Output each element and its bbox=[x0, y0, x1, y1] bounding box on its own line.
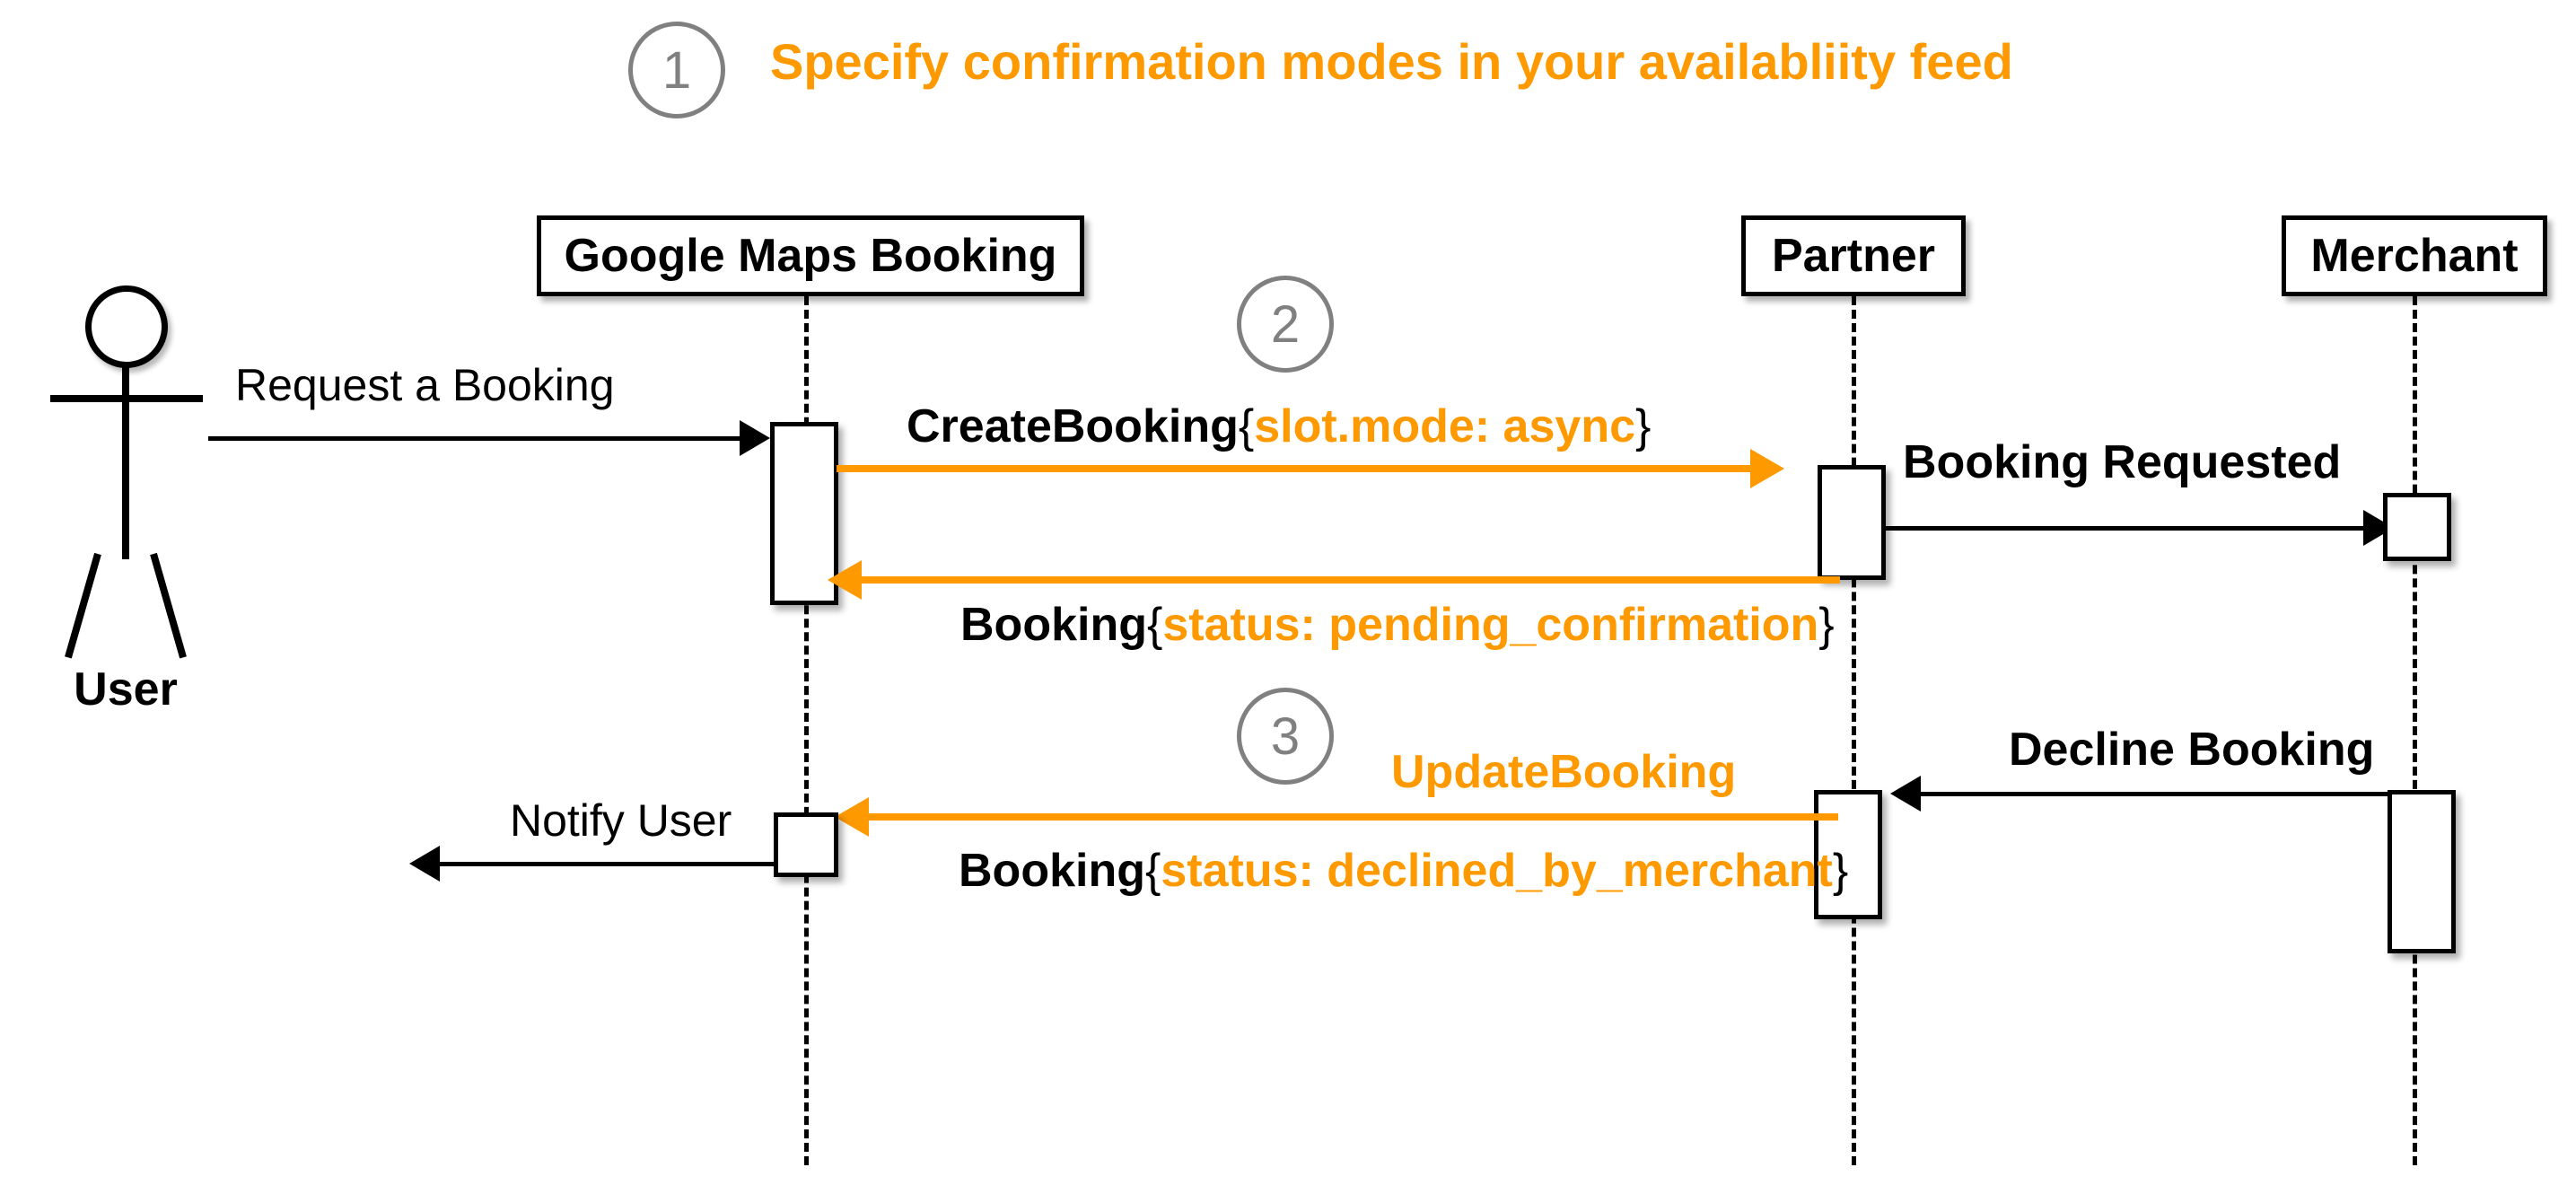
actor-label-user: User bbox=[74, 663, 178, 715]
step-marker-1: 1 bbox=[628, 22, 725, 118]
message-arrowhead-request-a-booking bbox=[740, 420, 770, 456]
message-line-update-booking bbox=[869, 813, 1838, 821]
lifeline-partner bbox=[1852, 296, 1856, 1165]
participant-label-merchant: Merchant bbox=[2310, 230, 2519, 282]
page-title: Specify confirmation modes in your avail… bbox=[770, 33, 2013, 90]
message-label-create-booking: CreateBooking{slot.mode: async} bbox=[907, 399, 1651, 453]
participant-label-partner: Partner bbox=[1771, 230, 1936, 282]
step-marker-1-label: 1 bbox=[662, 40, 692, 100]
message-arrowhead-update-booking bbox=[835, 797, 869, 837]
participant-box-merchant: Merchant bbox=[2282, 215, 2547, 296]
message-arrowhead-notify-user bbox=[409, 846, 440, 882]
message-label-booking-declined-main: Booking bbox=[959, 845, 1145, 897]
message-arrowhead-create-booking bbox=[1750, 449, 1784, 488]
message-arrowhead-decline-booking bbox=[1890, 776, 1921, 812]
participant-box-google-maps-booking: Google Maps Booking bbox=[537, 215, 1084, 296]
actor-arms-line bbox=[50, 395, 203, 402]
message-label-request-a-booking: Request a Booking bbox=[235, 360, 615, 410]
actor-body-line bbox=[122, 366, 129, 559]
step-marker-3-label: 3 bbox=[1270, 707, 1301, 766]
message-line-request-a-booking bbox=[208, 436, 740, 441]
message-label-notify-user: Notify User bbox=[510, 795, 732, 846]
message-label-booking-requested: Booking Requested bbox=[1903, 436, 2342, 488]
participant-box-partner: Partner bbox=[1741, 215, 1966, 296]
message-label-booking-pending-confirmation: Booking{status: pending_confirmation} bbox=[960, 598, 1835, 652]
brace-open-create-booking: { bbox=[1238, 400, 1255, 452]
brace-open-booking-declined: { bbox=[1144, 845, 1161, 897]
step-marker-2-label: 2 bbox=[1270, 294, 1301, 354]
message-line-booking-requested bbox=[1884, 526, 2365, 531]
brace-close-booking-pending: } bbox=[1818, 599, 1835, 651]
activation-merchant-1 bbox=[2383, 493, 2451, 561]
activation-partner-2 bbox=[1814, 790, 1882, 919]
actor-right-leg bbox=[150, 552, 187, 659]
message-line-booking-pending-confirmation bbox=[862, 576, 1840, 584]
participant-label-google-maps-booking: Google Maps Booking bbox=[564, 230, 1057, 282]
brace-close-create-booking: } bbox=[1635, 400, 1652, 452]
brace-close-booking-declined: } bbox=[1832, 845, 1849, 897]
actor-left-leg bbox=[65, 552, 101, 659]
step-marker-3: 3 bbox=[1237, 688, 1334, 785]
lifeline-google-maps-booking bbox=[804, 296, 809, 1165]
message-label-create-booking-main: CreateBooking bbox=[907, 400, 1239, 452]
activation-merchant-2 bbox=[2388, 790, 2456, 953]
message-label-booking-declined-by-merchant: Booking{status: declined_by_merchant} bbox=[959, 844, 1848, 898]
message-label-booking-pending-payload: status: pending_confirmation bbox=[1162, 599, 1819, 651]
lifeline-merchant bbox=[2413, 296, 2417, 1165]
activation-google-maps-booking-2 bbox=[774, 812, 838, 877]
message-label-booking-declined-payload: status: declined_by_merchant bbox=[1161, 845, 1833, 897]
activation-google-maps-booking-1 bbox=[770, 422, 838, 605]
message-label-decline-booking: Decline Booking bbox=[2009, 724, 2375, 776]
activation-partner-1 bbox=[1818, 465, 1886, 580]
step-marker-2: 2 bbox=[1237, 276, 1334, 373]
message-line-notify-user bbox=[440, 862, 774, 866]
message-arrowhead-booking-pending-confirmation bbox=[828, 560, 862, 600]
message-line-create-booking bbox=[837, 465, 1750, 472]
brace-open-booking-pending: { bbox=[1146, 599, 1163, 651]
message-label-create-booking-payload: slot.mode: async bbox=[1254, 400, 1636, 452]
message-label-booking-pending-main: Booking bbox=[960, 599, 1147, 651]
message-line-decline-booking bbox=[1921, 792, 2423, 796]
message-label-update-booking: UpdateBooking bbox=[1391, 746, 1737, 798]
actor-head-icon bbox=[85, 285, 168, 368]
